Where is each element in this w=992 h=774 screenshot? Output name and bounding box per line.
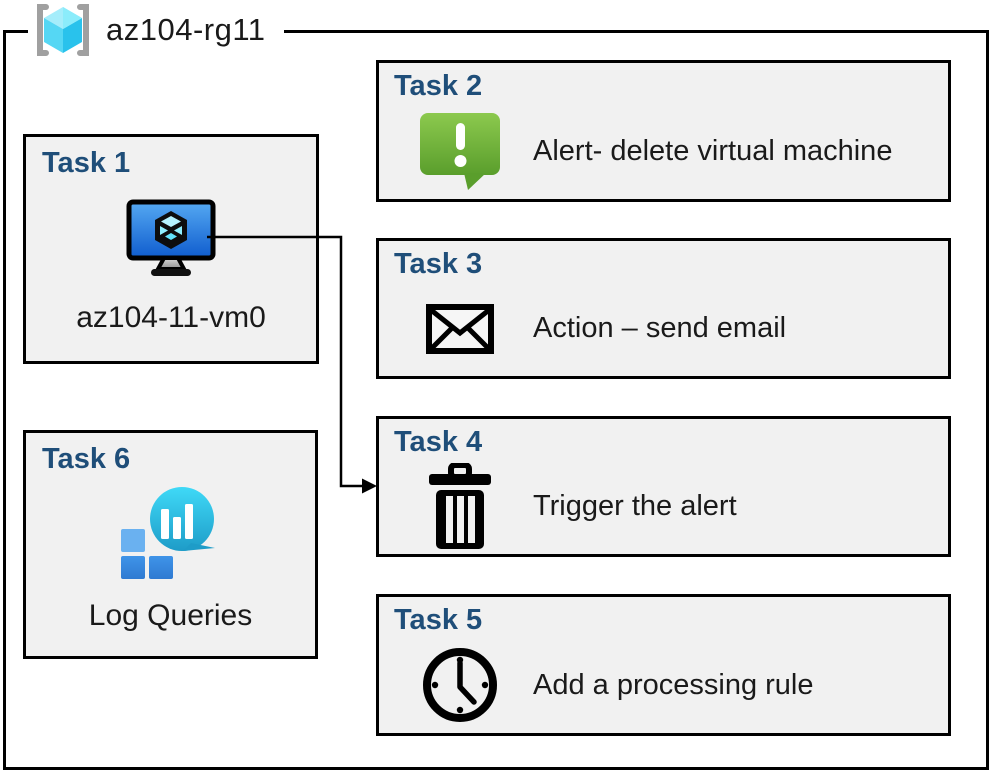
resource-group-header: az104-rg11 xyxy=(28,4,284,56)
task1-caption: az104-11-vm0 xyxy=(76,301,266,334)
virtual-machine-icon xyxy=(26,199,316,277)
task4-caption: Trigger the alert xyxy=(533,490,737,522)
trash-delete-icon xyxy=(417,462,503,551)
task4-label: Task 4 xyxy=(394,426,483,458)
task3-label: Task 3 xyxy=(394,248,483,280)
resource-group-name: az104-rg11 xyxy=(106,12,266,47)
task5-box: Add a processing rule Task 5 xyxy=(376,594,951,736)
email-envelope-icon xyxy=(417,303,503,354)
task6-caption: Log Queries xyxy=(88,599,253,632)
task3-caption: Action – send email xyxy=(533,312,787,344)
resource-group-icon xyxy=(34,3,92,57)
clock-icon xyxy=(417,646,503,724)
log-analytics-icon xyxy=(26,487,315,581)
task2-box: Task 2 Alert- delete virtual machine xyxy=(376,60,951,202)
task3-box: Action – send email Task 3 xyxy=(376,238,951,379)
task6-box: Task 6 Log Q xyxy=(23,430,318,659)
task2-caption: Alert- delete virtual machine xyxy=(533,134,893,167)
task1-box: Task 1 az104 xyxy=(23,134,319,364)
task4-box: Trigger the alert Task 4 xyxy=(376,416,951,557)
task6-label: Task 6 xyxy=(42,443,131,475)
task5-label: Task 5 xyxy=(394,604,483,636)
alert-message-icon xyxy=(417,111,503,191)
task1-label: Task 1 xyxy=(42,147,131,179)
task5-caption: Add a processing rule xyxy=(533,668,814,701)
task2-label: Task 2 xyxy=(394,70,483,102)
